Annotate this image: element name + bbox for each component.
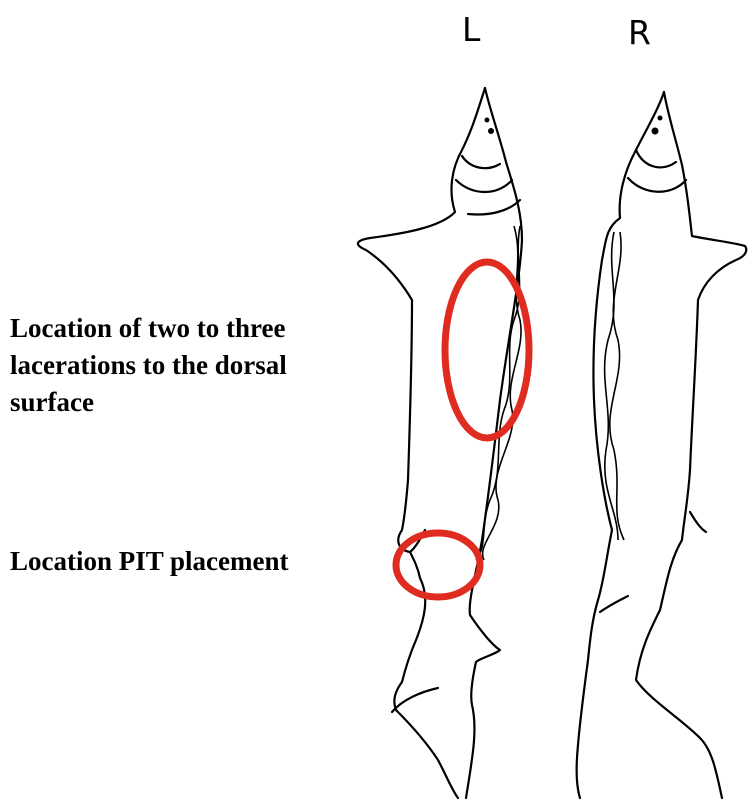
laceration-location-marker bbox=[445, 262, 529, 438]
right-eye-mark bbox=[658, 116, 663, 121]
left-eye-mark-2 bbox=[488, 128, 494, 134]
left-eye-mark bbox=[485, 118, 490, 123]
pit-placement-marker bbox=[396, 533, 480, 597]
right-eye-mark-2 bbox=[652, 128, 659, 135]
right-scute-row bbox=[605, 232, 624, 540]
right-fish-outline bbox=[577, 92, 747, 798]
left-scute-row bbox=[476, 226, 521, 560]
left-fish-outline bbox=[358, 88, 522, 798]
